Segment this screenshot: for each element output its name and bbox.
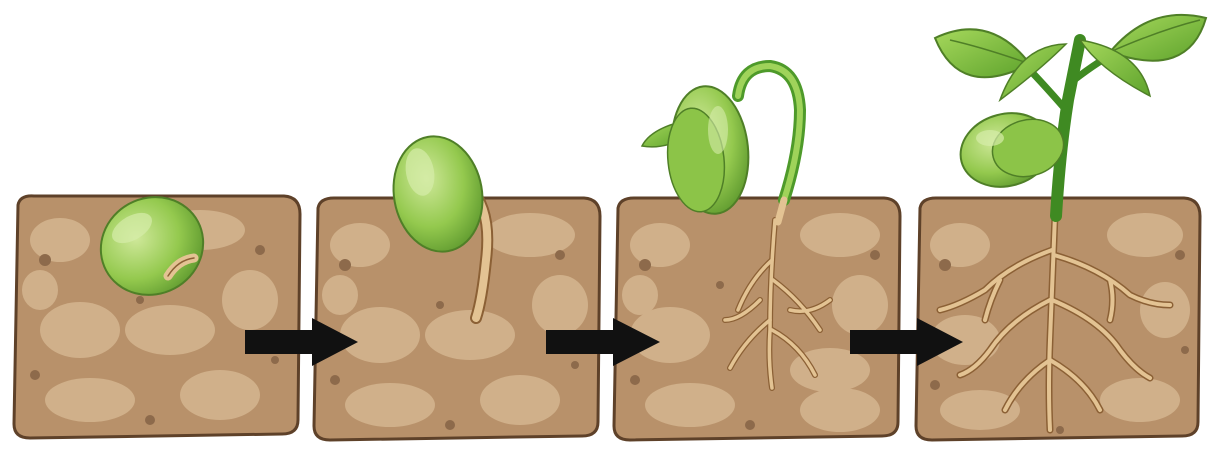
soil-block-3 xyxy=(614,198,900,440)
soil-block-4 xyxy=(916,198,1200,440)
